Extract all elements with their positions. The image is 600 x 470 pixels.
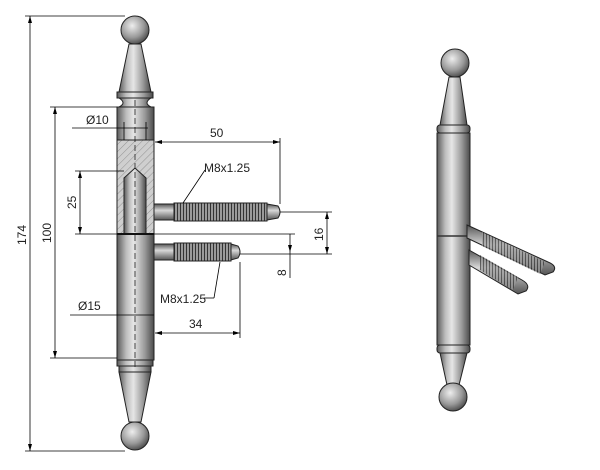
bottom-ball xyxy=(120,421,150,451)
dim-34: 34 xyxy=(189,317,203,331)
dimension-lines xyxy=(25,15,332,452)
upper-pin xyxy=(153,202,281,222)
bottom-cone xyxy=(118,371,152,423)
perspective-view xyxy=(436,48,556,412)
dim-174: 174 xyxy=(15,225,29,245)
top-collar xyxy=(116,91,154,99)
dim-25: 25 xyxy=(65,195,79,209)
lower-pin xyxy=(153,242,241,262)
dim-bore-diameter: Ø10 xyxy=(86,113,109,127)
dim-100: 100 xyxy=(40,223,54,243)
dim-body-diameter: Ø15 xyxy=(78,299,101,313)
top-ball xyxy=(120,15,150,45)
3d-hinge-body xyxy=(436,132,471,346)
top-cone xyxy=(118,43,152,93)
dim-50: 50 xyxy=(210,126,224,140)
side-view: 174 100 25 Ø10 Ø15 50 34 16 8 M8x1.25 M8… xyxy=(15,15,332,452)
thread-label-upper: M8x1.25 xyxy=(204,161,250,175)
thread-label-lower: M8x1.25 xyxy=(160,292,206,306)
dim-8: 8 xyxy=(275,269,289,276)
dim-16: 16 xyxy=(312,227,326,241)
dimension-arrows xyxy=(28,16,329,451)
